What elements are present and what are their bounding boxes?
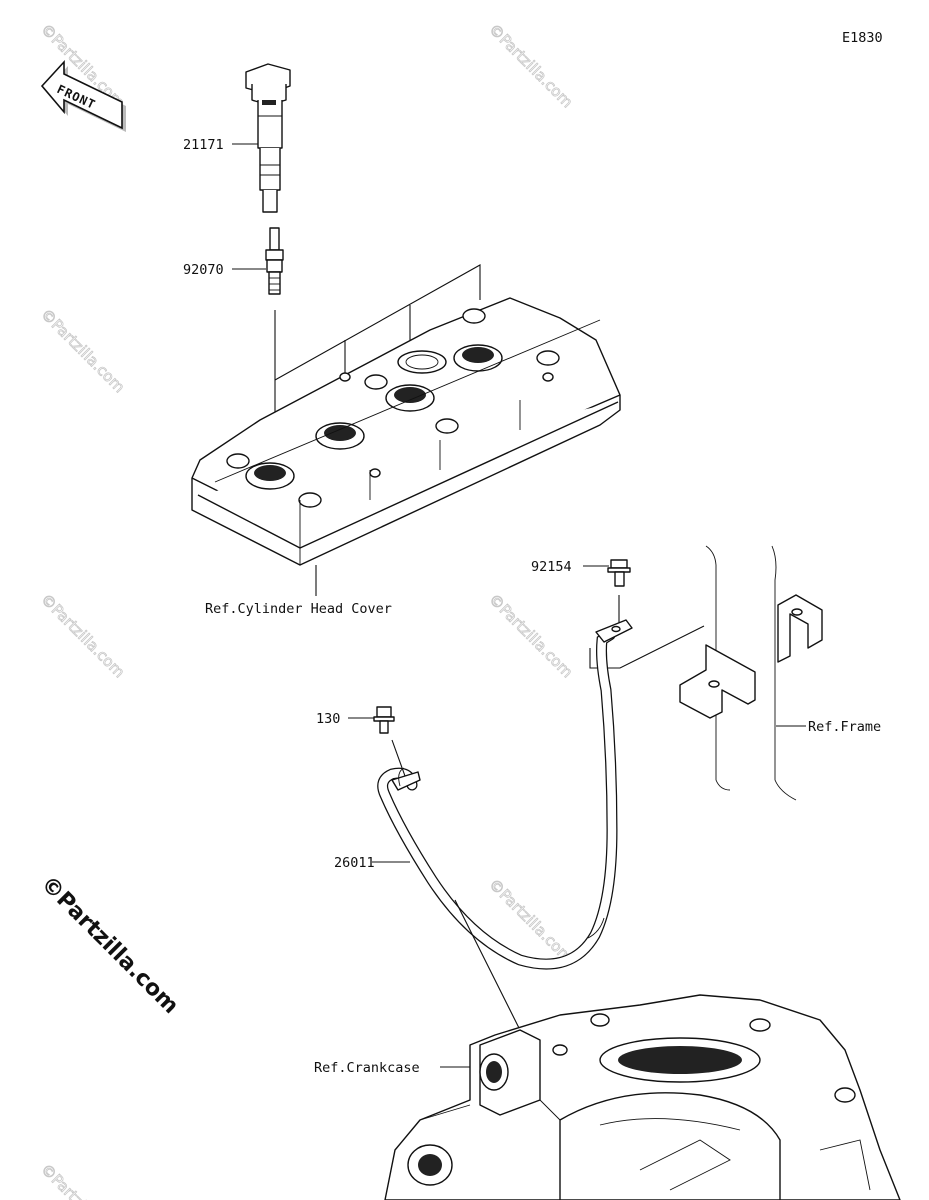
ignition-coil [245, 63, 291, 213]
part-number-ground-lead: 26011 [334, 855, 375, 871]
part-number-ignition-coil: 21171 [183, 137, 224, 153]
spark-plug [265, 227, 284, 295]
ref-crankcase: Ref.Crankcase [314, 1060, 420, 1076]
watermark-faint: ©Partzilla.com [37, 305, 128, 396]
ground-lead [377, 619, 633, 970]
watermark-main: ©Partzilla.com [36, 872, 183, 1019]
watermark-faint: ©Partzilla.com [37, 590, 128, 681]
ref-frame: Ref.Frame [808, 719, 881, 735]
watermark-faint: ©Partzilla.com [485, 590, 576, 681]
bolt-92154 [607, 559, 631, 587]
part-number-bolt-92154: 92154 [531, 559, 572, 575]
cylinder-head-cover [191, 297, 621, 566]
bolt-130 [373, 706, 395, 734]
front-direction-arrow-icon: FRONT [40, 59, 126, 132]
ref-cylinder-head-cover: Ref.Cylinder Head Cover [205, 601, 392, 617]
watermark-faint: ©Partzilla.com [485, 20, 576, 111]
frame [679, 545, 823, 801]
watermark-faint: ©Partzilla.com [37, 1160, 128, 1200]
crankcase [384, 994, 901, 1200]
diagram-code: E1830 [842, 30, 883, 46]
part-number-bolt-130-text: 130 [316, 711, 340, 727]
part-number-spark-plug: 92070 [183, 262, 224, 278]
